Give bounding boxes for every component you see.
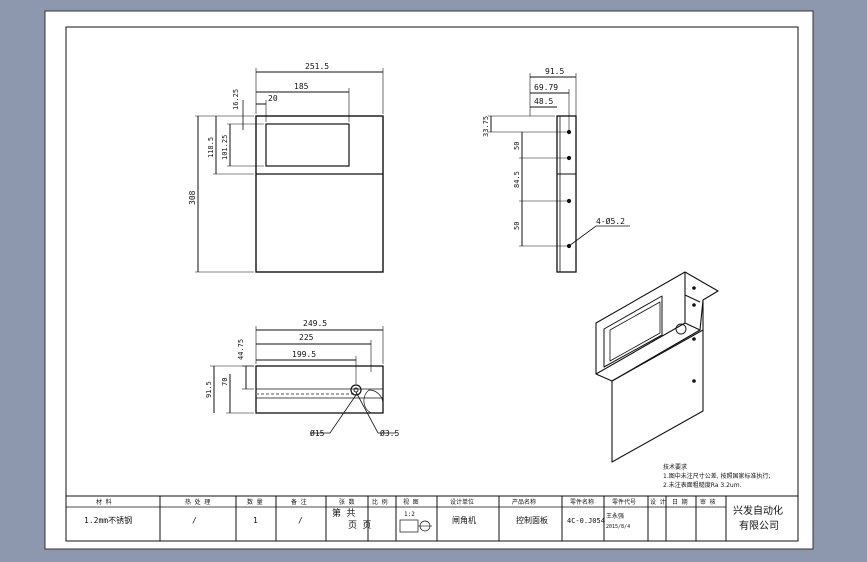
- dim-front-overall-width: 251.5: [305, 62, 329, 71]
- hole-callout-leader: [568, 225, 630, 247]
- value-part-code: 4C-0.J054: [567, 517, 605, 525]
- top-view: [210, 326, 396, 434]
- header-heat-treatment: 热 处 理: [185, 498, 210, 506]
- tech-note-title: 技术要求: [663, 463, 687, 471]
- top-section-arc: [363, 389, 384, 414]
- dim-front-upper-height: 118.5: [207, 137, 215, 158]
- side-hole-1: [566, 129, 572, 135]
- header-sheets: 张 数: [339, 498, 355, 506]
- dim-front-total-height: 308: [188, 190, 197, 205]
- company-name-line-1: 兴发自动化: [733, 504, 783, 517]
- value-date: 2015/8/4: [606, 524, 630, 530]
- value-part-name: 控制面板: [516, 515, 548, 525]
- dim-top-inner: 70: [221, 378, 229, 386]
- dim-side-flange: 69.79: [534, 83, 558, 92]
- title-block-values: 1.2mm不锈钢 / 1 / 第 共 页 页 1:2 闸角机 控制面板 4C-0…: [84, 504, 783, 532]
- front-view: [195, 68, 384, 273]
- value-scale: 1:2: [404, 511, 415, 518]
- circle-large-leader: [310, 394, 357, 434]
- dim-side-gap-3: 50: [513, 222, 521, 230]
- header-view: 视 图: [403, 498, 419, 506]
- dim-top-width-3: 199.5: [292, 350, 316, 359]
- dim-top-width-1: 249.5: [303, 319, 327, 328]
- header-review: 审 核: [700, 498, 716, 506]
- title-block-headers: 材 料 热 处 理 数 量 备 注 张 数 比 例 视 图 设计单位 产品名称 …: [96, 498, 716, 506]
- front-panel-outline: [255, 115, 384, 273]
- iso-silhouette: [595, 271, 719, 463]
- front-window-cutout: [265, 123, 350, 167]
- isometric-view: [595, 271, 719, 463]
- dim-top-offset: 44.75: [237, 339, 245, 360]
- header-quantity: 数 量: [247, 498, 263, 506]
- dim-circle-small: Ø3.5: [380, 428, 399, 438]
- side-hole-2: [566, 155, 572, 161]
- title-block: [65, 495, 799, 542]
- iso-window-inner: [609, 301, 661, 362]
- hole-callout-label: 4-Ø5.2: [596, 216, 625, 226]
- header-material: 材 料: [96, 498, 112, 506]
- company-name-line-2: 有限公司: [739, 519, 779, 532]
- header-part-code: 零件代号: [612, 498, 636, 506]
- dim-side-gap-1: 50: [513, 142, 521, 150]
- iso-window-outer: [603, 295, 663, 368]
- side-hole-3: [566, 198, 572, 204]
- tech-note-2: 2.未注表面粗糙度Ra 3.2um.: [663, 481, 742, 489]
- dim-side-top: 33.75: [482, 116, 490, 137]
- dim-side-hole-offset: 48.5: [534, 97, 553, 106]
- dim-front-window-top: 16.25: [232, 89, 240, 110]
- header-designer: 设 计: [650, 498, 666, 506]
- dim-top-width-2: 225: [299, 333, 314, 342]
- header-scale: 比 例: [372, 498, 388, 506]
- header-design-unit: 设计单位: [450, 498, 474, 506]
- header-part-name: 零件名称: [570, 498, 594, 506]
- circle-small-leader: [355, 391, 396, 434]
- value-remarks: /: [298, 516, 303, 525]
- side-view: [488, 73, 630, 273]
- value-sheet-label: 第 共: [332, 507, 355, 519]
- header-product-name: 产品名称: [512, 498, 536, 506]
- header-remarks: 备 注: [291, 498, 307, 506]
- side-panel-outline: [556, 115, 577, 273]
- value-quantity: 1: [253, 516, 258, 525]
- dim-front-window-right: 185: [294, 82, 309, 91]
- value-material: 1.2mm不锈钢: [84, 515, 132, 525]
- dim-side-gap-2: 84.5: [513, 171, 521, 188]
- top-panel-outline: [255, 365, 384, 414]
- dim-circle-large: Ø15: [310, 428, 325, 438]
- dim-top-outer: 91.5: [205, 381, 213, 398]
- dim-side-depth: 91.5: [545, 67, 564, 76]
- dim-front-window-left: 20: [268, 94, 278, 103]
- value-sheet-unit: 页 页: [348, 520, 371, 531]
- dim-front-window-height: 101.25: [221, 135, 229, 160]
- value-heat-treatment: /: [192, 516, 197, 525]
- tech-note-1: 1.图中未注尺寸公差, 按照国家标准执行;: [663, 472, 771, 480]
- value-designer: 王永强: [606, 512, 624, 520]
- value-product: 闸角机: [452, 515, 476, 525]
- header-date: 日 期: [672, 498, 688, 506]
